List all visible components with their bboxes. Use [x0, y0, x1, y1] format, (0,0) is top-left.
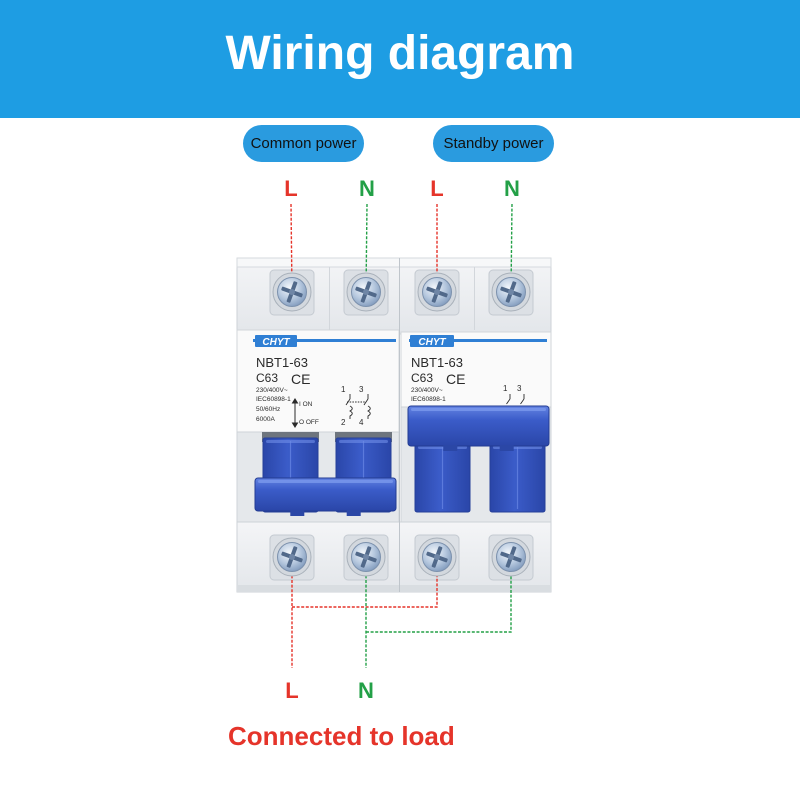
- line-terminal-number: 3: [359, 385, 364, 394]
- handle-tie-bar: [407, 405, 550, 447]
- brand-logo-box: [410, 335, 454, 347]
- brand-stripe: [409, 339, 547, 342]
- toggle-highlight: [339, 440, 388, 443]
- load-live-terminal-label: L: [285, 678, 299, 703]
- handle-slot: [335, 432, 392, 442]
- common-neutral-terminal-label: N: [359, 176, 375, 201]
- tie-bar-highlight: [258, 480, 393, 483]
- common-neutral-wire: [365, 203, 368, 293]
- on-position-label: I ON: [299, 401, 313, 408]
- voltage-rating: 230/400V~: [411, 387, 443, 394]
- line-terminal-number: 1: [503, 384, 508, 393]
- up-down-arrow-icon: [291, 398, 299, 428]
- brand-stripe: [253, 339, 396, 342]
- circuit-symbol: [345, 394, 371, 419]
- screw-icon: [491, 272, 531, 312]
- header-banner: Wiring diagram: [0, 0, 800, 118]
- model-number: NBT1-63: [411, 355, 463, 370]
- standby-power-badge: Standby power: [433, 125, 554, 162]
- tie-bar-tab: [346, 510, 361, 516]
- ce-mark: CE: [446, 371, 465, 387]
- tie-bar-tab: [290, 510, 305, 516]
- common-live-wire: [290, 203, 293, 293]
- rating-label-standby: CHYT NBT1-63 C63 CE 230/400V~ IEC60898-1…: [409, 335, 547, 405]
- handle-slot: [262, 432, 319, 442]
- screw-icon: [417, 272, 457, 312]
- standby-power-breaker-handle: [407, 405, 550, 513]
- screw-icon: [272, 272, 312, 312]
- top-terminal-ledge: [236, 257, 552, 268]
- standby-live-terminal-label: L: [430, 176, 444, 201]
- screw-icon: [491, 537, 531, 577]
- handle-tie-bar: [254, 477, 397, 512]
- current-rating: C63: [256, 371, 278, 385]
- screw-icon: [272, 537, 312, 577]
- circuit-symbol: [506, 394, 525, 405]
- breaking-capacity: 6000A: [256, 416, 275, 423]
- brand-logo: CHYT: [262, 337, 290, 348]
- common-power-badge: Common power: [243, 125, 364, 162]
- tie-bar-highlight: [411, 408, 546, 411]
- model-number: NBT1-63: [256, 355, 308, 370]
- toggle-highlight: [266, 440, 315, 443]
- load-terminal-number: 2: [341, 418, 346, 427]
- screw-icon: [346, 537, 386, 577]
- line-terminal-number: 3: [517, 384, 522, 393]
- frequency-rating: 50/60Hz: [256, 406, 280, 413]
- standby-neutral-wire: [510, 203, 513, 293]
- standby-neutral-terminal-label: N: [504, 176, 520, 201]
- tie-bar-tab: [499, 445, 514, 451]
- ce-mark: CE: [291, 371, 310, 387]
- load-terminal-number: 4: [359, 418, 364, 427]
- screw-icon: [346, 272, 386, 312]
- page-title: Wiring diagram: [225, 27, 575, 80]
- off-position-label: O OFF: [299, 419, 319, 426]
- common-live-terminal-label: L: [284, 176, 298, 201]
- tie-bar-tab: [443, 445, 458, 451]
- load-caption: Connected to load: [228, 721, 455, 751]
- load-neutral-terminal-label: N: [358, 678, 374, 703]
- screw-icon: [417, 537, 457, 577]
- brand-logo-box: [255, 335, 297, 347]
- rating-label-common: CHYT NBT1-63 C63 CE 230/400V~ IEC60898-1…: [253, 335, 396, 428]
- standard-code: IEC60898-1: [411, 396, 446, 403]
- common-power-breaker-handle: [254, 432, 397, 516]
- bottom-terminal-lip: [237, 585, 551, 592]
- standard-code: IEC60898-1: [256, 396, 291, 403]
- brand-logo: CHYT: [418, 337, 446, 348]
- line-terminal-number: 1: [341, 385, 346, 394]
- supply-wiring: [290, 203, 513, 293]
- voltage-rating: 230/400V~: [256, 387, 288, 394]
- current-rating: C63: [411, 371, 433, 385]
